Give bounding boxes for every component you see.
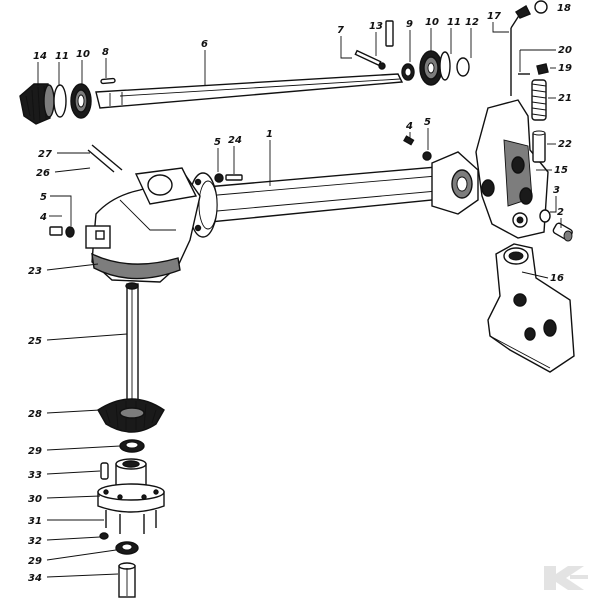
part-32-nut: [99, 532, 109, 540]
part-10-bearing-left: [70, 83, 92, 119]
label-17: 17: [487, 11, 501, 22]
label-20: 20: [558, 45, 572, 56]
part-23-gearbox-housing: [85, 167, 201, 283]
part-7-bolt: [354, 49, 386, 70]
part-3-washer: [539, 209, 551, 223]
label-14: 14: [33, 51, 47, 62]
part-17-lever-rod: [510, 5, 531, 96]
label-32: 32: [28, 536, 42, 547]
part-16-lower-bracket: [487, 243, 575, 373]
part-15-bracket: [475, 99, 549, 239]
part-30-hub: [97, 458, 165, 513]
label-30: 30: [28, 494, 42, 505]
label-12: 12: [465, 17, 479, 28]
part-26-pin: [91, 144, 123, 171]
label-21: 21: [558, 93, 572, 104]
label-29-lower: 29: [28, 556, 42, 567]
label-33: 33: [28, 470, 42, 481]
part-10-bearing-right: [419, 50, 443, 86]
part-4-bolt-left: [49, 226, 63, 236]
label-2: 2: [557, 207, 564, 218]
label-5-left: 5: [40, 192, 47, 203]
part-31-studs: [105, 510, 157, 534]
part-22-plunger: [532, 130, 546, 163]
part-1-left-flange: [188, 172, 218, 238]
label-26: 26: [36, 168, 50, 179]
label-3: 3: [553, 185, 560, 196]
part-25-vertical-shaft: [125, 282, 139, 403]
label-11-left: 11: [55, 51, 69, 62]
part-1-right-flange: [431, 151, 479, 215]
label-27: 27: [38, 149, 52, 160]
part-29-bearing-lower: [115, 541, 139, 555]
part-11-ring-right: [439, 51, 451, 81]
part-34-bushing: [118, 562, 136, 598]
part-5-washer-left: [65, 226, 75, 238]
label-15: 15: [554, 165, 568, 176]
part-6-long-shaft: [95, 73, 404, 109]
label-6: 6: [201, 39, 208, 50]
label-28: 28: [28, 409, 42, 420]
label-34: 34: [28, 573, 42, 584]
part-33-key: [100, 462, 109, 480]
part-18-knob: [534, 0, 548, 14]
label-4-upper: 4: [405, 121, 413, 132]
label-5-mid: 5: [214, 137, 221, 148]
label-16: 16: [550, 273, 564, 284]
label-13: 13: [369, 21, 383, 32]
label-22: 22: [558, 139, 572, 150]
part-4-bolt-upper: [403, 135, 415, 146]
label-10-right: 10: [425, 17, 439, 28]
part-8-key: [100, 77, 116, 85]
part-labels: 14 11 10 8 6 7 13 9 10 11 12 17 18 20 19…: [28, 3, 572, 584]
label-11-right: 11: [447, 17, 461, 28]
label-9: 9: [406, 19, 413, 30]
leader-lines: [37, 22, 562, 578]
part-1-main-tube: [205, 165, 453, 223]
label-18: 18: [557, 3, 571, 14]
part-12-circlip: [456, 57, 470, 77]
part-5-washer-mid: [214, 173, 224, 183]
part-28-bevel-gear: [97, 398, 165, 433]
part-21-spring: [531, 79, 547, 121]
label-4-left: 4: [39, 212, 47, 223]
label-29-upper: 29: [28, 446, 42, 457]
label-19: 19: [558, 63, 572, 74]
label-23: 23: [28, 266, 42, 277]
label-5-upper: 5: [424, 117, 431, 128]
part-24-bolt: [225, 174, 243, 181]
label-7: 7: [337, 25, 344, 36]
label-24: 24: [228, 135, 242, 146]
label-8: 8: [102, 47, 109, 58]
part-29-bearing-upper: [119, 439, 145, 453]
part-13-pin: [385, 20, 394, 47]
part-5-washer-upper: [422, 151, 432, 161]
part-14-bevel-pinion: [19, 83, 55, 125]
label-1: 1: [266, 129, 273, 140]
label-25: 25: [28, 336, 42, 347]
part-9-collar: [401, 63, 415, 81]
watermark-logo: [544, 566, 588, 590]
part-2-bolt: [552, 222, 573, 242]
label-31: 31: [28, 516, 42, 527]
part-11-ring-left: [53, 84, 67, 118]
part-27-pin: [87, 149, 115, 173]
part-19-screw: [536, 63, 549, 75]
label-10-left: 10: [76, 49, 90, 60]
